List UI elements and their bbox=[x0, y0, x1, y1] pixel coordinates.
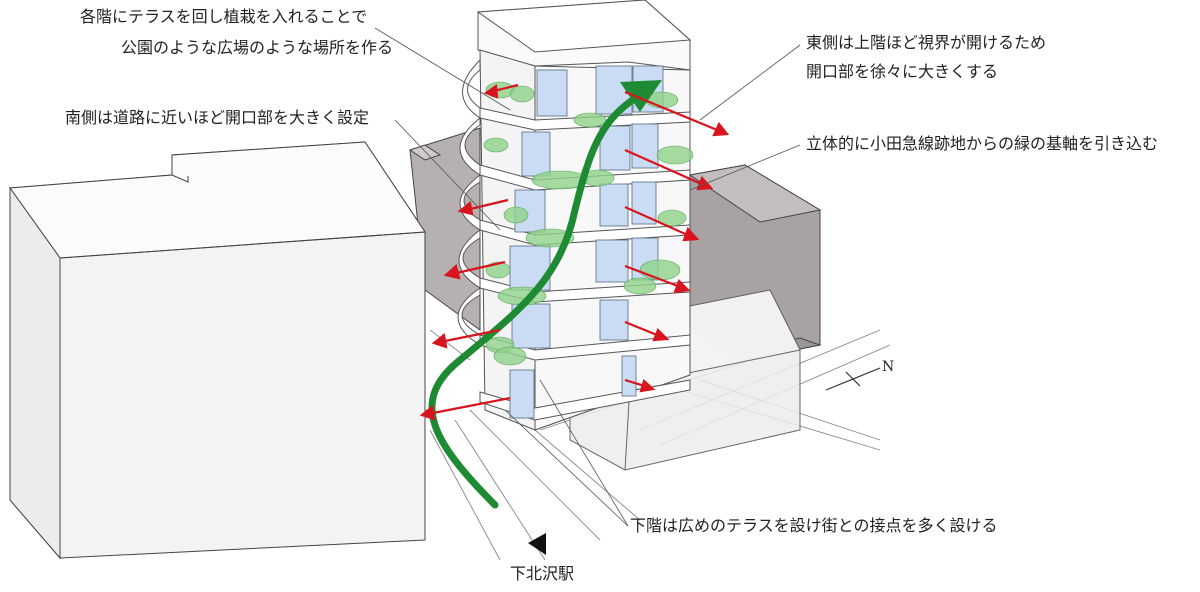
north-label: N bbox=[882, 359, 895, 375]
annotation-south-openings: 南側は道路に近いほど開口部を大きく設定 bbox=[65, 108, 370, 127]
opening-arrows bbox=[419, 83, 730, 421]
north-arrow bbox=[825, 367, 881, 391]
leader-lines bbox=[374, 27, 801, 527]
station-marker bbox=[528, 533, 546, 555]
annotation-terrace-line1: 各階にテラスを回し植栽を入れることで bbox=[80, 7, 368, 26]
large-building-front-left bbox=[9, 141, 426, 560]
annotation-green-axis: 立体的に小田急線跡地からの緑の基軸を引き込む bbox=[806, 134, 1159, 153]
annotation-lower-floors: 下階は広めのテラスを設け街との接点を多く設ける bbox=[630, 516, 998, 535]
station-label: 下北沢駅 bbox=[510, 564, 575, 583]
annotation-east-line2: 開口部を徐々に大きくする bbox=[806, 62, 999, 81]
green-axis-arrowhead bbox=[620, 80, 662, 112]
green-axis-arrow bbox=[428, 91, 644, 509]
glazing bbox=[509, 65, 664, 419]
annotation-terrace-line2: 公園のような広場のような場所を作る bbox=[121, 38, 394, 57]
annotation-east-line1: 東側は上階ほど視界が開けるため bbox=[806, 33, 1047, 52]
